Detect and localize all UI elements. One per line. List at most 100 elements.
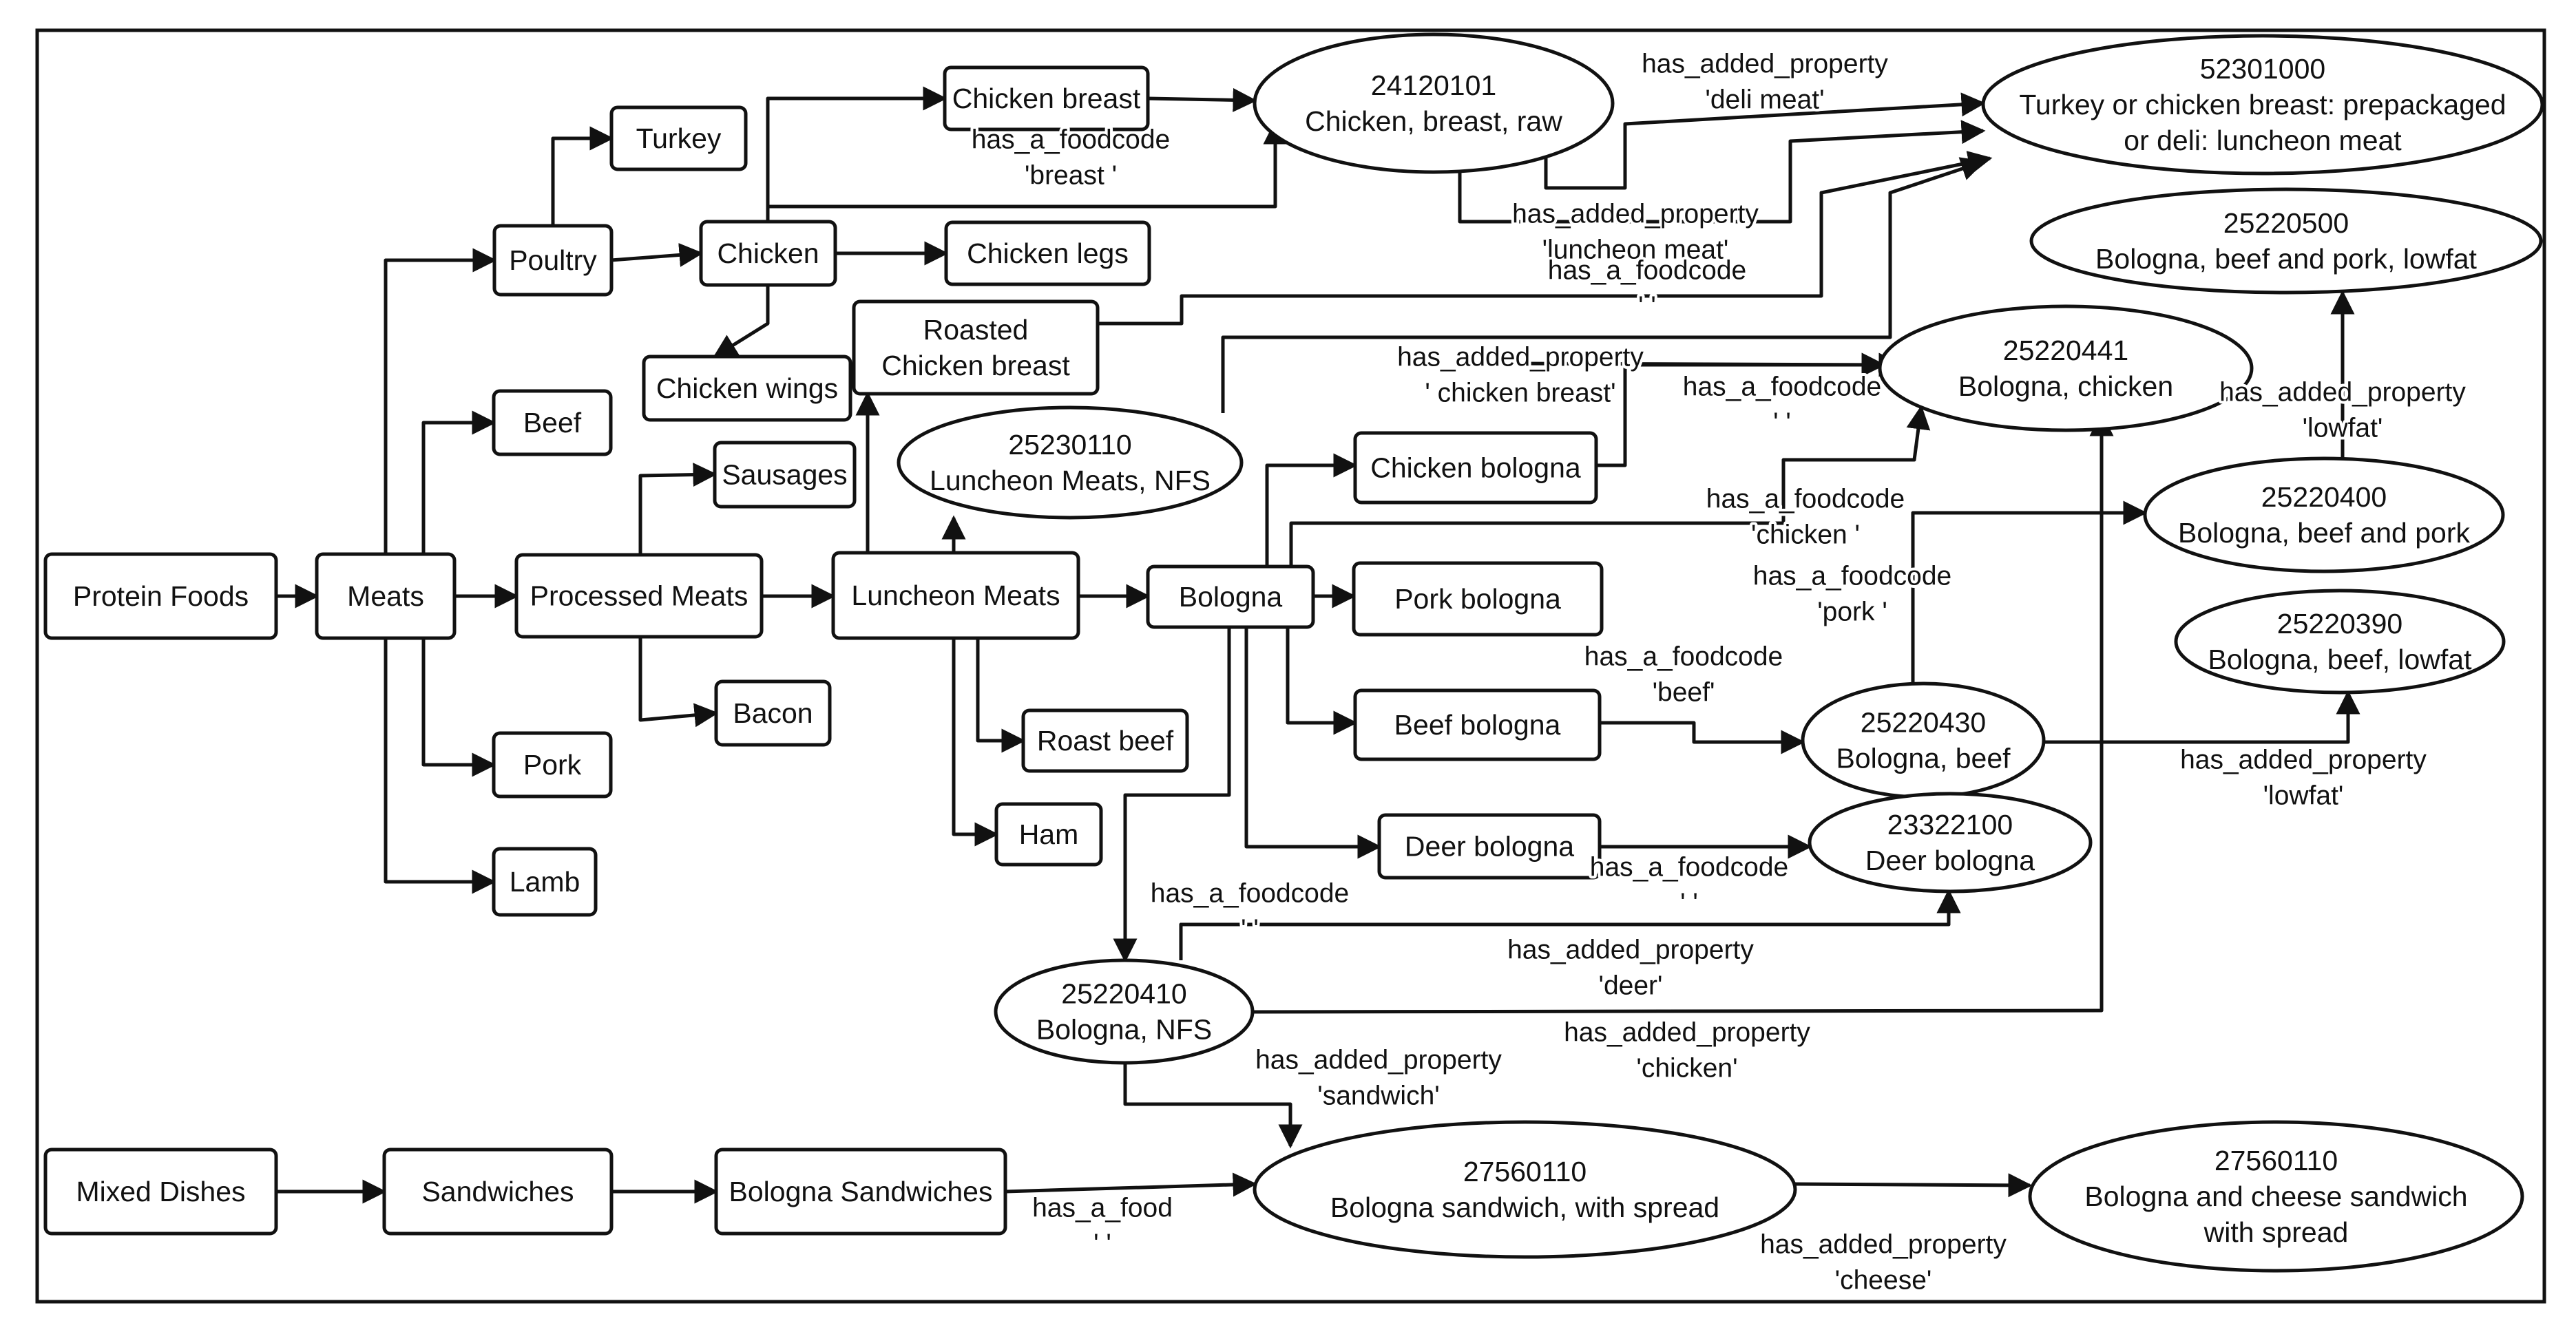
edge-label-fc-27560110-sandwich-to-fc-27560110-cheese: has_added_property'cheese' [1757,1227,2009,1298]
category-box [944,220,1151,286]
node-label: Turkey or chicken breast: prepackaged [2019,89,2506,120]
node-label: Pork bologna [1394,583,1561,615]
node-label: 25220400 [2261,481,2387,513]
node-deer-bologna: Deer bologna [1377,813,1602,880]
edge-label-line: has_a_foodcode [1584,642,1783,672]
node-chicken: Chicken [699,220,837,287]
node-label: Beef bologna [1394,709,1561,741]
edge-label-line: has_added_property [1564,1018,1810,1048]
node-label: Sausages [722,459,847,491]
edge-processed-meats-to-sausages [638,463,718,555]
edge-label-line: 'cheese' [1835,1266,1932,1296]
node-label: Bologna, chicken [1958,370,2173,402]
foodcode-ellipse [2174,589,2506,695]
edge-label-line: has_a_foodcode [972,125,1170,155]
node-label: Meats [347,580,424,612]
node-luncheon-meats: Luncheon Meats [831,551,1080,640]
edge-label-fc-24120101-to-fc-52301000: has_added_property'deli meat' [1639,47,1891,118]
foodcode-ellipse [1801,681,2046,799]
node-chicken-wings: Chicken wings [642,355,852,422]
node-mixed-dishes: Mixed Dishes [43,1148,278,1236]
edge-poultry-to-chicken [611,242,704,267]
edge-label-line: ' ' [1773,408,1791,438]
node-meats: Meats [315,552,457,640]
node-chicken-legs: Chicken legs [944,220,1151,286]
edge-label-line: has_added_property [1397,343,1644,372]
category-box [699,220,837,287]
edge-label-line: has_a_foodcode [1706,485,1905,514]
node-label: 25220410 [1061,978,1186,1010]
node-protein-foods: Protein Foods [43,552,278,640]
edge-label-roasted-chicken-breast-to-fc-52301000: has_a_foodcode' ' [1545,253,1749,324]
node-label: 23322100 [1887,809,2013,841]
node-processed-meats: Processed Meats [514,553,764,639]
node-label: 25220390 [2277,608,2402,639]
edge-label-fc-24120101-to-fc-52301000: has_added_property'luncheon meat' [1509,197,1761,268]
node-label: Luncheon Meats [851,580,1060,611]
edge-label-bologna-to-fc-25220441: has_a_foodcode'chicken ' [1704,482,1907,553]
edge-label-line: 'sandwich' [1317,1081,1439,1111]
node-label: Bologna, beef [1836,743,2011,774]
node-label: Chicken, breast, raw [1305,105,1562,137]
node-label: Beef [523,407,582,438]
category-box [994,802,1103,867]
node-label: Bologna, NFS [1036,1014,1212,1046]
category-box [514,553,764,639]
node-sandwiches: Sandwiches [382,1148,614,1236]
edge-label-bologna-sandwiches-to-fc-27560110-sandwich: has_a_food' ' [1029,1191,1175,1262]
edge-label-line: 'deer' [1599,971,1663,1001]
edge-label-line: has_added_property [1255,1046,1502,1075]
node-label: Bologna, beef and pork, lowfat [2095,243,2477,275]
foodcode-ellipse [897,405,1244,520]
edge-label-line: has_added_property [2180,746,2427,775]
edge-roasted-chicken-breast-to-fc-52301000 [1098,151,1993,326]
foodcode-ellipse [994,958,1255,1065]
edge-chicken-to-fc-24120101 [768,120,1288,209]
category-box [43,1148,278,1236]
edge-bologna-to-fc-25220410 [1113,627,1231,963]
node-lamb: Lamb [492,847,598,917]
node-label: Bacon [733,697,813,729]
category-box [642,355,852,422]
node-label: 27560110 [2214,1145,2338,1176]
node-label: Turkey [636,123,722,154]
node-beef-bologna: Beef bologna [1353,688,1602,761]
node-roast-beef: Roast beef [1021,708,1189,773]
foodcode-ellipse [2029,187,2543,295]
edge-label-line: 'luncheon meat' [1542,235,1729,265]
node-label: Chicken breast [952,83,1141,114]
node-label: or deli: luncheon meat [2124,125,2402,156]
node-label: Chicken [717,237,819,269]
edge-labels-layer: has_a_foodcode'breast 'has_added_propert… [969,47,2469,1298]
edge-beef-bologna-to-fc-25220430 [1600,721,1805,754]
edge-label-line: ' ' [1638,292,1656,321]
category-box [713,441,857,509]
edge-label-line: 'deli meat' [1705,85,1824,115]
category-box [1352,561,1604,637]
category-box [315,552,457,640]
edge-chicken-breast-to-fc-24120101 [1147,87,1257,112]
foodcode-ellipse [1981,34,2544,176]
node-label: 25220441 [2003,335,2128,366]
edge-fc-27560110-sandwich-to-fc-27560110-cheese [1794,1173,2033,1198]
edge-bologna-to-fc-25220441 [1289,405,1931,567]
node-label: Processed Meats [530,580,748,612]
edge-chicken-bologna-to-fc-25220441 [1596,352,1903,467]
category-box [1353,688,1602,761]
node-label: Pork [523,749,582,781]
edge-label-line: 'chicken' [1636,1054,1737,1083]
category-box [852,299,1100,396]
node-beef: Beef [492,389,613,456]
node-label: Chicken breast [881,350,1070,381]
edge-label-line: ' chicken breast' [1425,379,1615,408]
node-poultry: Poultry [492,224,614,297]
node-pork-bologna: Pork bologna [1352,561,1604,637]
edge-label-bologna-to-fc-25220441: has_added_property ' chicken breast' [1394,340,1646,411]
